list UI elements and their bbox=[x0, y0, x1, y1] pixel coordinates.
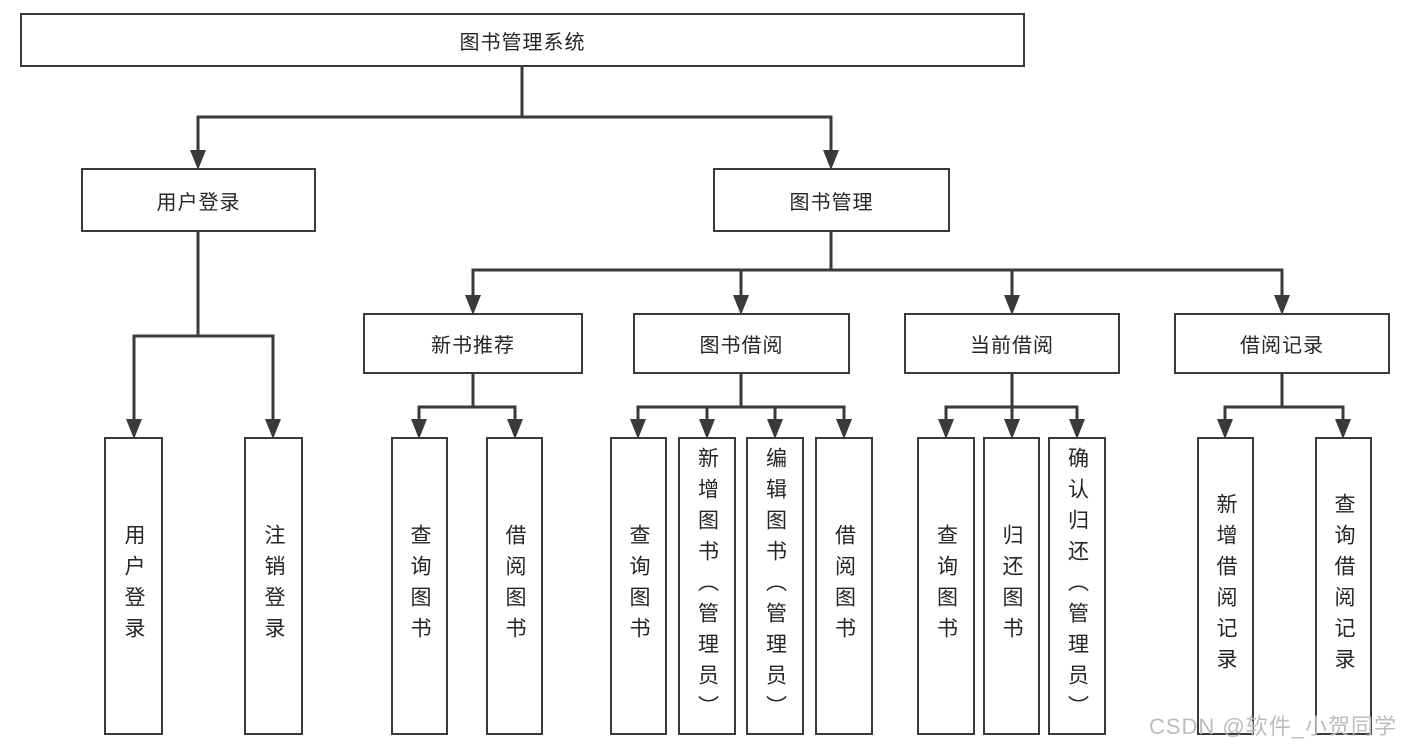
leaf-label: 新增图书（管理员） bbox=[695, 446, 719, 726]
leaf-current-return-books: 归还图书 bbox=[983, 437, 1040, 735]
arrowhead bbox=[1004, 295, 1020, 315]
leaf-label: 查询图书 bbox=[627, 524, 650, 648]
arrowhead bbox=[126, 419, 142, 439]
leaf-label: 查询图书 bbox=[934, 524, 958, 648]
node-label: 用户登录 bbox=[156, 191, 241, 214]
arrowhead bbox=[630, 419, 646, 439]
leaf-label: 借阅图书 bbox=[503, 524, 526, 648]
node-current-borrowing: 当前借阅 bbox=[904, 313, 1120, 374]
leaf-borrow-borrow-books: 借阅图书 bbox=[815, 437, 873, 735]
arrowhead bbox=[411, 419, 427, 439]
arrowhead bbox=[733, 295, 749, 315]
connector-book-management-split bbox=[465, 232, 1290, 315]
arrowhead bbox=[1069, 419, 1085, 439]
arrowhead bbox=[1217, 419, 1233, 439]
leaf-label: 借阅图书 bbox=[832, 524, 856, 648]
connector-book-borrowing-split bbox=[630, 374, 852, 439]
node-borrowing-records: 借阅记录 bbox=[1174, 313, 1390, 374]
leaf-label: 查询借阅记录 bbox=[1332, 493, 1355, 679]
arrowhead bbox=[1004, 419, 1020, 439]
node-label: 借阅记录 bbox=[1240, 335, 1324, 357]
leaf-borrow-edit-book-admin: 编辑图书（管理员） bbox=[746, 437, 804, 735]
arrowhead bbox=[823, 150, 839, 170]
leaf-current-confirm-return-admin: 确认归还（管理员） bbox=[1048, 437, 1106, 735]
csdn-watermark: CSDN @软件_小贺同学 bbox=[1148, 714, 1397, 739]
leaf-label: 编辑图书（管理员） bbox=[763, 446, 787, 726]
node-book-borrowing: 图书借阅 bbox=[633, 313, 850, 374]
connector-borrowing-records-split bbox=[1217, 374, 1351, 439]
node-label: 新书推荐 bbox=[431, 335, 515, 357]
leaf-label: 注销登录 bbox=[262, 524, 285, 648]
connector-user-login-split bbox=[126, 232, 281, 439]
leaf-records-add-record: 新增借阅记录 bbox=[1197, 437, 1254, 735]
arrowhead bbox=[836, 419, 852, 439]
arrowhead bbox=[699, 419, 715, 439]
leaf-borrow-query-books: 查询图书 bbox=[610, 437, 667, 735]
node-user-login: 用户登录 bbox=[81, 168, 316, 232]
leaf-current-query-books: 查询图书 bbox=[917, 437, 975, 735]
node-label: 图书管理系统 bbox=[459, 31, 586, 54]
leaf-rec-query-books: 查询图书 bbox=[391, 437, 448, 735]
connector-current-borrowing-split bbox=[938, 374, 1085, 439]
leaf-label: 确认归还（管理员） bbox=[1065, 446, 1089, 726]
arrowhead bbox=[265, 419, 281, 439]
node-label: 图书管理 bbox=[789, 191, 874, 214]
node-label: 图书借阅 bbox=[699, 335, 784, 357]
arrowhead bbox=[1335, 419, 1351, 439]
arrowhead bbox=[938, 419, 954, 439]
connector-recommendation-split bbox=[411, 374, 523, 439]
leaf-label: 新增借阅记录 bbox=[1214, 493, 1237, 679]
leaf-label: 用户登录 bbox=[122, 524, 145, 648]
node-book-management: 图书管理 bbox=[713, 168, 950, 232]
arrowhead bbox=[190, 150, 206, 170]
arrowhead bbox=[507, 419, 523, 439]
leaf-borrow-add-book-admin: 新增图书（管理员） bbox=[678, 437, 736, 735]
node-label: 当前借阅 bbox=[970, 335, 1054, 357]
leaf-label: 归还图书 bbox=[1000, 524, 1023, 648]
leaf-logout: 注销登录 bbox=[244, 437, 303, 735]
connector-root-split bbox=[190, 67, 839, 170]
arrowhead bbox=[1274, 295, 1290, 315]
leaf-records-query-record: 查询借阅记录 bbox=[1315, 437, 1372, 735]
node-new-book-recommendation: 新书推荐 bbox=[363, 313, 583, 374]
arrowhead bbox=[465, 295, 481, 315]
leaf-rec-borrow-books: 借阅图书 bbox=[486, 437, 543, 735]
node-library-management-system: 图书管理系统 bbox=[20, 13, 1025, 67]
leaf-user-login: 用户登录 bbox=[104, 437, 163, 735]
leaf-label: 查询图书 bbox=[408, 524, 431, 648]
arrowhead bbox=[767, 419, 783, 439]
